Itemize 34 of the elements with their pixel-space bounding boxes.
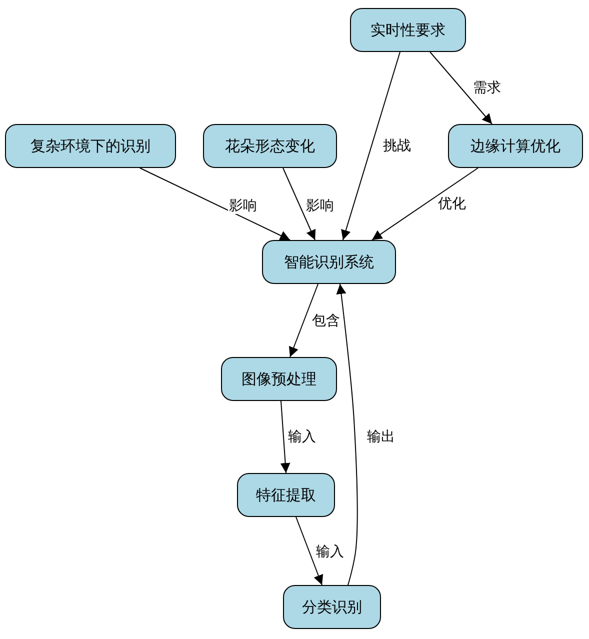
arrow — [282, 168, 316, 240]
edge-label: 输入 — [287, 429, 317, 445]
arrow — [288, 284, 318, 358]
arrow — [139, 168, 290, 240]
edge-label: 挑战 — [382, 138, 412, 154]
node-label: 边缘计算优化 — [470, 136, 560, 156]
arrow — [430, 52, 492, 124]
edge-label: 影响 — [305, 198, 335, 214]
edge-label: 优化 — [437, 196, 467, 212]
node-label: 花朵形态变化 — [225, 136, 315, 156]
edge-label: 包含 — [311, 313, 341, 329]
arrow — [341, 52, 400, 240]
node-label: 图像预处理 — [242, 370, 316, 388]
arrow — [336, 284, 358, 586]
arrow — [296, 516, 324, 586]
edge-label: 影响 — [228, 198, 258, 214]
arrow — [372, 168, 478, 240]
node-label: 分类识别 — [302, 598, 362, 616]
edge-label: 输出 — [366, 429, 396, 445]
process-box — [350, 8, 466, 52]
node-label: 实时性要求 — [370, 20, 446, 40]
node-label: 特征提取 — [256, 486, 316, 504]
process-box — [448, 124, 583, 168]
process-box — [262, 240, 396, 284]
edge-label: 输入 — [315, 544, 345, 560]
process-box — [221, 357, 337, 401]
process-box — [203, 124, 337, 168]
edge-label: 需求 — [472, 80, 502, 96]
node-label: 复杂环境下的识别 — [30, 136, 150, 156]
process-box — [283, 585, 381, 629]
process-box — [237, 473, 335, 517]
process-box — [5, 124, 176, 168]
node-label: 智能识别系统 — [284, 252, 374, 272]
arrow — [280, 400, 290, 474]
